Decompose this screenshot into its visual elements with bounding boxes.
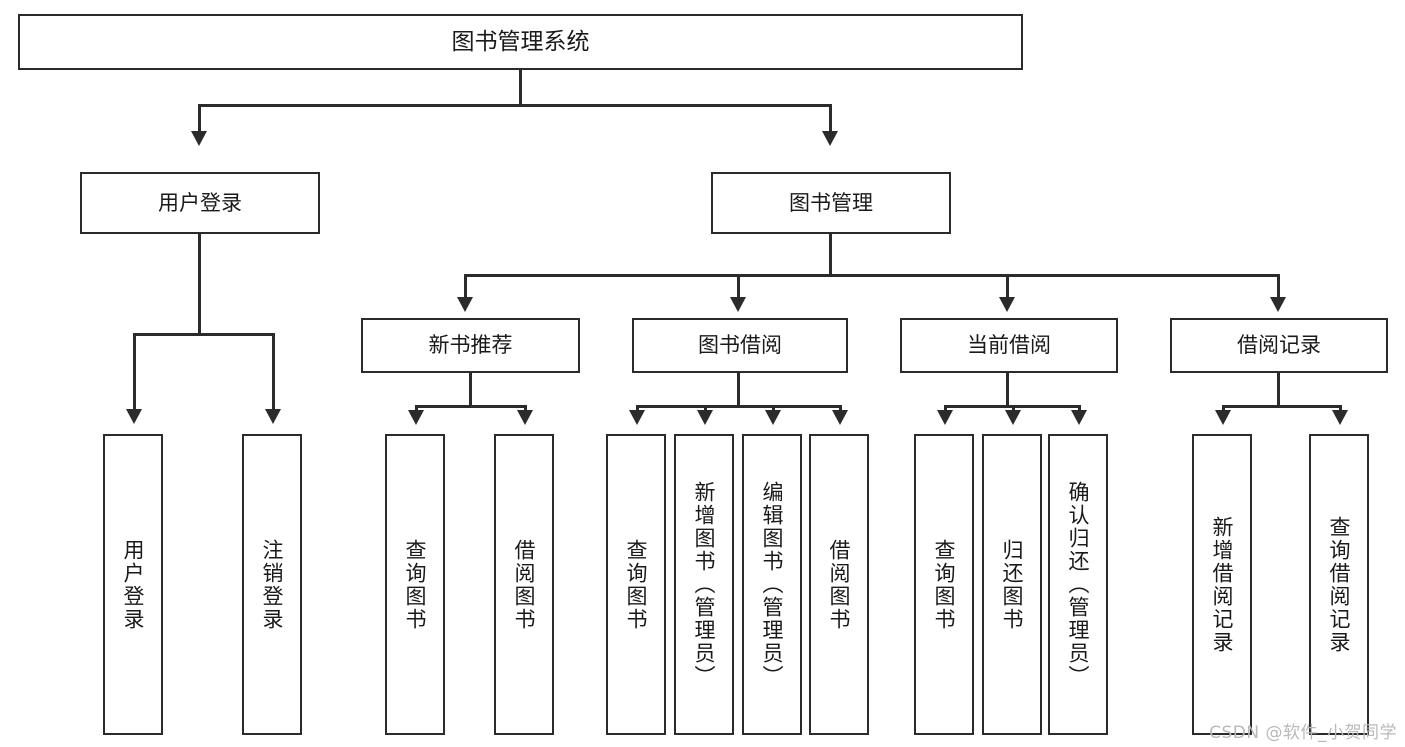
arrow-to-leaf-borrow-book-1 bbox=[517, 410, 533, 425]
connector-current-borrow-drop-2 bbox=[1012, 405, 1015, 411]
node-book-manage[interactable]: 图书管理 bbox=[711, 172, 951, 234]
node-leaf-add-record-label: 新增借阅记录 bbox=[1210, 515, 1235, 654]
arrow-to-leaf-edit-book bbox=[765, 410, 781, 425]
connector-book-manage-stem bbox=[829, 234, 832, 276]
node-book-manage-label: 图书管理 bbox=[789, 190, 873, 215]
connector-book-borrow-bus bbox=[636, 405, 842, 408]
node-leaf-query-record[interactable]: 查询借阅记录 bbox=[1309, 434, 1369, 735]
node-leaf-query-record-label: 查询借阅记录 bbox=[1327, 515, 1352, 654]
node-borrow-record[interactable]: 借阅记录 bbox=[1170, 318, 1388, 373]
node-leaf-borrow-book-1-label: 借阅图书 bbox=[512, 538, 537, 631]
connector-book-manage-drop-2 bbox=[737, 274, 740, 298]
connector-book-borrow-drop-1 bbox=[636, 405, 639, 411]
node-book-borrow-label: 图书借阅 bbox=[698, 333, 782, 358]
node-leaf-query-book-2[interactable]: 查询图书 bbox=[606, 434, 666, 735]
node-borrow-record-label: 借阅记录 bbox=[1237, 333, 1321, 358]
node-root[interactable]: 图书管理系统 bbox=[18, 14, 1023, 70]
node-leaf-confirm-return[interactable]: 确认归还（管理员） bbox=[1048, 434, 1108, 735]
connector-root-drop-left bbox=[198, 104, 201, 132]
node-new-book-rec[interactable]: 新书推荐 bbox=[361, 318, 580, 373]
connector-user-login-bus bbox=[133, 333, 275, 336]
connector-book-borrow-stem bbox=[737, 373, 740, 407]
node-leaf-edit-book[interactable]: 编辑图书（管理员） bbox=[742, 434, 802, 735]
node-leaf-return-book[interactable]: 归还图书 bbox=[982, 434, 1042, 735]
connector-new-book-rec-stem bbox=[469, 373, 472, 407]
arrow-to-leaf-confirm-return bbox=[1071, 410, 1087, 425]
arrow-to-leaf-logout bbox=[265, 409, 281, 424]
arrow-to-leaf-query-book-2 bbox=[629, 410, 645, 425]
connector-book-manage-drop-1 bbox=[464, 274, 467, 298]
connector-root-bus bbox=[198, 104, 832, 107]
arrow-to-leaf-query-record bbox=[1332, 410, 1348, 425]
node-leaf-logout-label: 注销登录 bbox=[260, 538, 285, 631]
node-leaf-query-book-3-label: 查询图书 bbox=[932, 538, 957, 631]
arrow-to-borrow-record bbox=[1270, 297, 1286, 312]
node-new-book-rec-label: 新书推荐 bbox=[428, 333, 513, 358]
node-leaf-query-book-2-label: 查询图书 bbox=[624, 538, 649, 631]
arrow-to-leaf-borrow-book-2 bbox=[832, 410, 848, 425]
connector-book-borrow-drop-3 bbox=[772, 405, 775, 411]
connector-new-book-rec-drop-2 bbox=[524, 405, 527, 411]
connector-book-manage-drop-4 bbox=[1277, 274, 1280, 298]
node-user-login-label: 用户登录 bbox=[158, 190, 242, 215]
connector-user-login-drop-2 bbox=[272, 333, 275, 410]
node-leaf-query-book-1-label: 查询图书 bbox=[403, 538, 428, 631]
arrow-to-leaf-add-record bbox=[1215, 410, 1231, 425]
node-current-borrow[interactable]: 当前借阅 bbox=[900, 318, 1118, 373]
node-leaf-return-book-label: 归还图书 bbox=[1000, 538, 1025, 631]
node-root-label: 图书管理系统 bbox=[451, 28, 590, 55]
node-leaf-borrow-book-2[interactable]: 借阅图书 bbox=[809, 434, 869, 735]
arrow-to-current-borrow bbox=[999, 297, 1015, 312]
connector-borrow-record-drop-1 bbox=[1222, 405, 1225, 411]
node-leaf-add-record[interactable]: 新增借阅记录 bbox=[1192, 434, 1252, 735]
connector-user-login-drop-1 bbox=[133, 333, 136, 410]
connector-borrow-record-bus bbox=[1222, 405, 1342, 408]
node-leaf-user-login-label: 用户登录 bbox=[121, 538, 146, 631]
node-leaf-query-book-1[interactable]: 查询图书 bbox=[385, 434, 445, 735]
node-leaf-user-login[interactable]: 用户登录 bbox=[103, 434, 163, 735]
arrow-to-new-book-rec bbox=[457, 297, 473, 312]
connector-book-manage-drop-3 bbox=[1006, 274, 1009, 298]
node-user-login[interactable]: 用户登录 bbox=[80, 172, 320, 234]
connector-new-book-rec-bus bbox=[415, 405, 527, 408]
connector-book-borrow-drop-2 bbox=[704, 405, 707, 411]
node-leaf-confirm-return-label: 确认归还（管理员） bbox=[1066, 481, 1091, 688]
node-leaf-query-book-3[interactable]: 查询图书 bbox=[914, 434, 974, 735]
node-book-borrow[interactable]: 图书借阅 bbox=[632, 318, 848, 373]
arrow-to-book-manage bbox=[822, 131, 838, 146]
node-current-borrow-label: 当前借阅 bbox=[967, 333, 1051, 358]
connector-borrow-record-stem bbox=[1277, 373, 1280, 407]
connector-root-drop-right bbox=[829, 104, 832, 132]
connector-current-borrow-drop-1 bbox=[944, 405, 947, 411]
arrow-to-leaf-user-login bbox=[126, 409, 142, 424]
node-leaf-borrow-book-2-label: 借阅图书 bbox=[827, 538, 852, 631]
node-leaf-borrow-book-1[interactable]: 借阅图书 bbox=[494, 434, 554, 735]
node-leaf-add-book-label: 新增图书（管理员） bbox=[692, 481, 717, 688]
arrow-to-leaf-return-book bbox=[1005, 410, 1021, 425]
arrow-to-user-login bbox=[191, 131, 207, 146]
connector-user-login-stem bbox=[198, 234, 201, 334]
node-leaf-logout[interactable]: 注销登录 bbox=[242, 434, 302, 735]
connector-borrow-record-drop-2 bbox=[1339, 405, 1342, 411]
connector-new-book-rec-drop-1 bbox=[415, 405, 418, 411]
arrow-to-leaf-add-book bbox=[697, 410, 713, 425]
connector-current-borrow-drop-3 bbox=[1078, 405, 1081, 411]
connector-root-stem bbox=[519, 70, 522, 106]
node-leaf-edit-book-label: 编辑图书（管理员） bbox=[760, 481, 785, 688]
connector-book-manage-bus bbox=[464, 274, 1280, 277]
connector-current-borrow-stem bbox=[1006, 373, 1009, 407]
arrow-to-leaf-query-book-1 bbox=[408, 410, 424, 425]
arrow-to-leaf-query-book-3 bbox=[937, 410, 953, 425]
arrow-to-book-borrow bbox=[730, 297, 746, 312]
connector-book-borrow-drop-4 bbox=[839, 405, 842, 411]
node-leaf-add-book[interactable]: 新增图书（管理员） bbox=[674, 434, 734, 735]
